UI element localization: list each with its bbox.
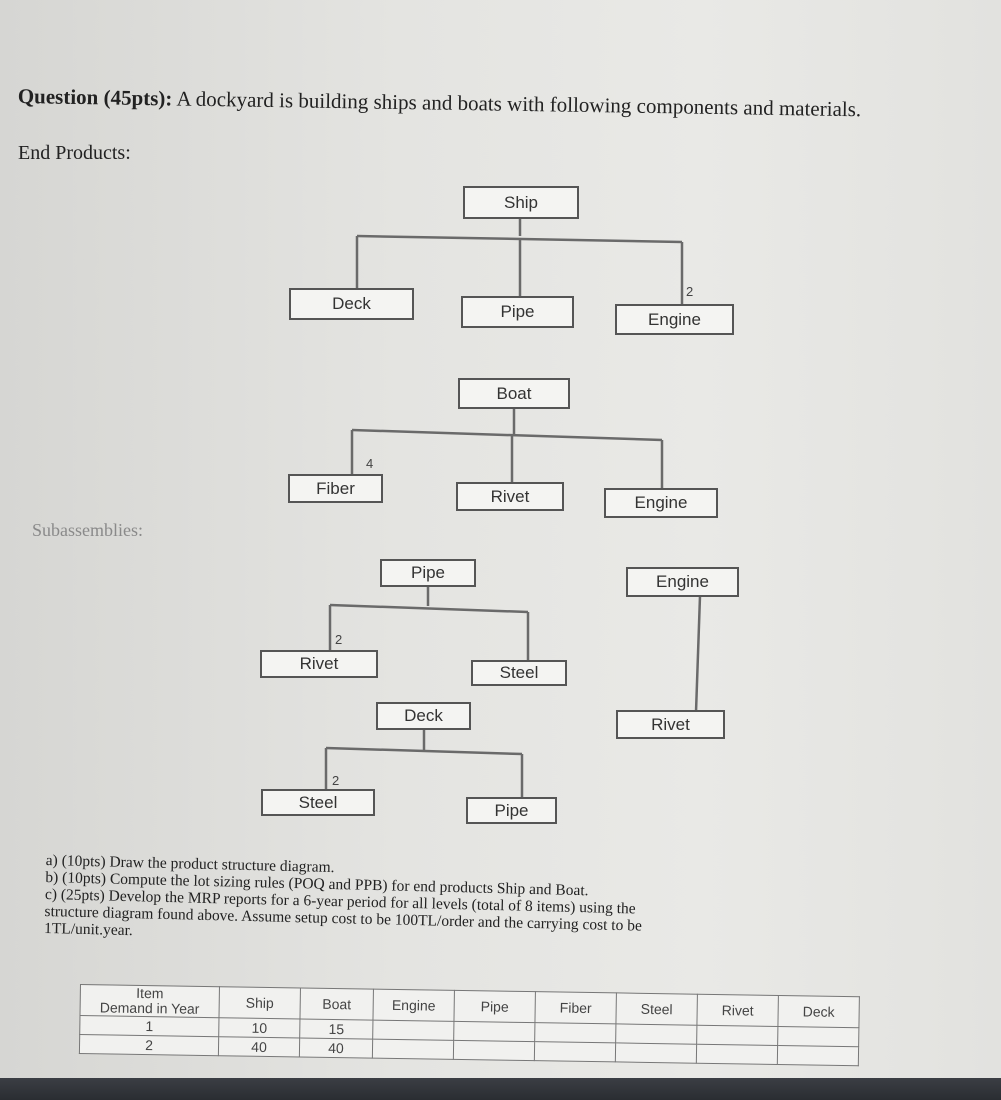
year-cell: 2 [79,1034,219,1056]
pipe-rivet-node: Rivet [260,650,378,678]
ship-deck-node: Deck [289,288,414,320]
engine-root-node: Engine [626,567,739,597]
ship-demand-cell: 10 [218,1017,300,1038]
subassemblies-heading: Subassemblies: [32,520,143,540]
deck-root-node: Deck [376,702,471,730]
column-header: Steel [615,992,698,1026]
boat-fiber-qty: 4 [366,456,374,471]
engine-line [694,595,702,713]
empty-cell [453,1040,535,1061]
deck-pipe-node: Pipe [466,797,557,824]
demand-table: Item Demand in Year Ship Boat Engine Pip… [79,984,860,1066]
column-header: Boat [299,987,374,1021]
deck-line [325,746,523,756]
empty-cell [453,1021,535,1042]
item-header-cell: Item Demand in Year [80,984,220,1018]
ship-engine-qty: 2 [686,284,694,299]
engine-rivet-node: Rivet [616,710,725,739]
screen-bezel [0,1078,1001,1100]
deck-steel-node: Steel [261,789,375,816]
column-header: Rivet [696,994,779,1027]
boat-demand-cell: 40 [299,1037,373,1059]
boat-line [351,428,663,442]
ship-demand-cell: 40 [218,1036,300,1057]
boat-engine-node: Engine [604,488,718,518]
boat-fiber-node: Fiber [288,474,383,503]
empty-cell [534,1041,616,1062]
ship-root-node: Ship [463,186,579,219]
column-header: Pipe [453,990,536,1023]
pipe-line [329,603,529,614]
pipe-root-node: Pipe [380,559,476,587]
end-products-heading: End Products: [18,142,131,164]
ship-pipe-node: Pipe [461,296,574,328]
column-header: Engine [372,989,455,1022]
pipe-steel-node: Steel [471,660,567,686]
column-header: Fiber [534,991,617,1024]
deck-steel-qty: 2 [332,773,340,788]
empty-cell [615,1042,697,1064]
column-header: Ship [218,986,301,1019]
pipe-rivet-qty: 2 [335,632,343,647]
empty-cell [534,1022,616,1043]
column-header: Deck [777,995,860,1028]
boat-root-node: Boat [458,378,570,409]
empty-cell [777,1045,859,1066]
empty-cell [615,1023,697,1045]
boat-demand-cell: 15 [299,1018,373,1040]
empty-cell [696,1025,778,1046]
ship-engine-node: Engine [615,304,734,335]
demand-label: Demand in Year [99,999,200,1017]
empty-cell [696,1044,778,1065]
empty-cell [372,1020,454,1041]
empty-cell [777,1026,859,1047]
empty-cell [372,1039,454,1060]
year-cell: 1 [79,1015,219,1037]
boat-rivet-node: Rivet [456,482,564,511]
